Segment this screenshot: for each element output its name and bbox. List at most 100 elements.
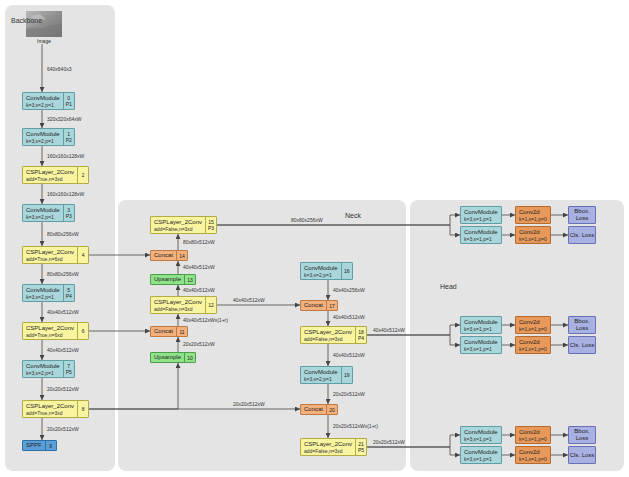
module-body: ConvModulek=3,s=2,p=1: [23, 205, 63, 221]
conv-module-box: ConvModulek=3,s=2,p=10P1: [22, 92, 75, 110]
layer-index: 20: [329, 407, 335, 413]
module-name: Upsample: [154, 276, 181, 283]
connector: [42, 418, 43, 440]
module-body: ConvModulek=3,s=2,p=1: [301, 263, 341, 279]
module-body: Upsample: [151, 275, 184, 284]
module-body: Upsample: [151, 353, 184, 362]
module-name: ConvModule: [464, 319, 498, 326]
module-name: Conv2d: [519, 339, 547, 346]
tensor-shape: 80x80x256xW: [46, 231, 80, 237]
module-body: CSPLayer_2Convadd=True,n=6xd: [23, 323, 77, 339]
tensor-shape: 40x40x512xW: [332, 314, 366, 320]
connector: [178, 234, 179, 250]
loss-box: Cls. Loss: [568, 446, 596, 464]
index-cell: 16: [341, 263, 352, 279]
index-cell: 11: [176, 327, 187, 336]
connector: [328, 344, 329, 366]
module-name: CSPLayer_2Conv: [304, 441, 352, 448]
tensor-shape: 40x40x512xW: [46, 309, 80, 315]
connector: [42, 340, 43, 360]
module-name: CSPLayer_2Conv: [304, 329, 352, 336]
feature-level: P1: [66, 101, 72, 107]
loss-box: Cls. Loss: [568, 226, 596, 244]
conv-module-box: ConvModulek=3,s=2,p=15P4: [22, 284, 75, 302]
module-body: CSPLayer_2Convadd=True,n=3xd: [23, 401, 77, 417]
connector: [42, 44, 43, 92]
concat-box: Concat17: [300, 300, 338, 311]
neck-panel: Upsample10Concat11CSPLayer_2Convadd=Fals…: [118, 200, 406, 471]
connector: [328, 415, 329, 438]
tensor-shape: 40x40x512xWx(1+r): [182, 317, 229, 323]
loss-name: Cls. Loss: [570, 342, 595, 349]
module-params: k=3,s=1,p=1: [464, 436, 498, 442]
connector: [89, 255, 150, 256]
csp-layer-box: CSPLayer_2Convadd=True,n=3xd 8: [22, 400, 89, 418]
module-params: add=True,n=3xd: [26, 410, 74, 416]
layer-index: 14: [179, 253, 185, 259]
layer-index: 3: [67, 207, 70, 213]
connector: [42, 378, 43, 400]
connector: [328, 280, 329, 300]
module-body: Concat: [301, 301, 326, 310]
tensor-shape: 20x20x512xW: [46, 386, 80, 392]
feature-level: P3: [66, 213, 72, 219]
concat-box: Concat11: [150, 326, 188, 337]
concat-box: Concat20: [300, 404, 338, 415]
connector: [328, 384, 329, 404]
csp-layer-box: CSPLayer_2Convadd=True,n=6xd 6: [22, 322, 89, 340]
module-body: CSPLayer_2Convadd=True,n=3xd: [23, 167, 77, 183]
connector: [367, 447, 460, 455]
conv2d-box: Conv2dk=1,s=1,p=0: [515, 336, 551, 354]
module-name: Concat: [154, 328, 173, 335]
tensor-shape: 320x320x64xW: [46, 116, 82, 122]
module-name: CSPLayer_2Conv: [26, 249, 74, 256]
tensor-shape: 20x20x512xW: [46, 426, 80, 432]
module-name: Upsample: [154, 354, 181, 361]
conv-module-box: ConvModulek=3,s=1,p=1: [460, 446, 502, 464]
feature-level: P5: [358, 447, 364, 453]
module-name: CSPLayer_2Conv: [26, 403, 74, 410]
connector: [42, 184, 43, 204]
index-cell: 20: [326, 405, 337, 414]
layer-index: 21: [358, 441, 364, 447]
layer-index: 8: [82, 406, 85, 412]
csp-layer-box: CSPLayer_2Convadd=True,n=3xd2: [22, 166, 89, 184]
module-params: add=False,n=3xd: [304, 448, 352, 454]
layer-index: 15: [208, 219, 214, 225]
module-body: CSPLayer_2Convadd=True,n=6xd: [23, 247, 77, 263]
layer-index: 13: [187, 277, 193, 283]
module-params: k=1,s=1,p=0: [519, 326, 547, 332]
module-name: ConvModule: [464, 209, 498, 216]
module-body: Concat: [151, 251, 176, 260]
module-params: k=1,s=1,p=0: [519, 436, 547, 442]
index-cell: 2: [77, 167, 88, 183]
index-cell: 17: [326, 301, 337, 310]
tensor-shape: 40x40x512xW: [372, 327, 406, 333]
csp-layer-box: CSPLayer_2Convadd=False,n=3xd18P4: [300, 326, 367, 344]
loss-box: Bbox. Loss: [568, 316, 596, 334]
layer-index: 6: [82, 328, 85, 334]
tensor-shape: 40x40x512xW: [182, 287, 216, 293]
connector: [217, 225, 460, 235]
conv-module-box: ConvModulek=3,s=2,p=17P5: [22, 360, 75, 378]
tensor-shape: 80x80x512xW: [182, 239, 216, 245]
module-params: k=3,s=2,p=1: [26, 294, 60, 300]
layer-index: 19: [344, 372, 350, 378]
index-cell: 10: [184, 353, 195, 362]
module-body: ConvModulek=3,s=1,p=1: [461, 227, 501, 243]
module-params: k=3,s=2,p=1: [26, 102, 60, 108]
module-params: k=3,s=1,p=1: [464, 456, 498, 462]
index-cell: 4: [77, 247, 88, 263]
connector: [42, 222, 43, 246]
layer-index: 5: [67, 287, 70, 293]
tensor-shape: 40x40x256xW: [332, 287, 366, 293]
connector: [367, 325, 460, 335]
module-name: Conv2d: [519, 429, 547, 436]
layer-index: 18: [358, 329, 364, 335]
module-body: Conv2dk=1,s=1,p=0: [516, 447, 550, 463]
module-body: Conv2dk=1,s=1,p=0: [516, 227, 550, 243]
module-name: ConvModule: [304, 369, 338, 376]
loss-name: Bbox. Loss: [569, 318, 595, 332]
connector: [89, 409, 300, 410]
layer-index: 4: [82, 252, 85, 258]
